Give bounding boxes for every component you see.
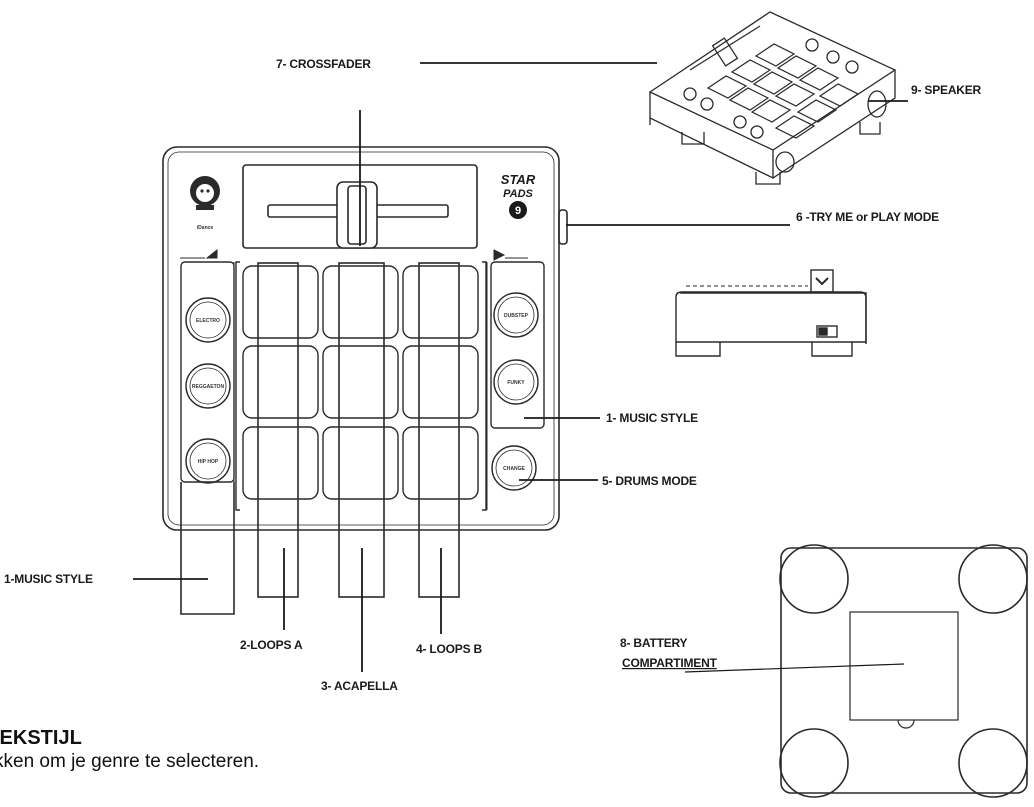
device-body [162,146,560,531]
bottom-view-foot [779,728,849,798]
device-bottom-view [779,544,1028,798]
device-side-view [675,269,867,357]
left-button-1[interactable] [185,297,231,343]
label-speaker: 9- SPEAKER [911,83,982,97]
label-battery-line2: COMPARTIMENT [622,656,718,670]
side-switch-nub [558,209,568,245]
perspective-speaker-grille [867,90,887,118]
perspective-pads [706,43,860,139]
right-button-3-label: CHANGE [503,466,525,472]
caption-title: IEKSTIJL [0,727,82,749]
bottom-view-foot [958,728,1028,798]
idance-logo: iDance [190,176,220,231]
logo-line2: PADS [503,188,533,200]
corner-markers [180,248,528,261]
logo-badge [509,201,527,219]
side-view-top-edge [680,292,867,344]
perspective-foot [755,172,781,185]
caption-text: kken om je genre te selecteren. [0,751,260,772]
pad[interactable] [402,265,479,339]
side-view-body [675,291,867,343]
pad-grid [242,265,479,500]
loops-a-column-box [257,262,299,598]
left-button-3-label: HIP HOP [198,459,219,465]
left-column-box [180,482,235,615]
side-view-switch-callout [810,269,834,293]
side-view-foot [675,342,721,357]
right-button-3[interactable] [491,445,537,491]
left-button-3[interactable] [185,438,231,484]
bottom-view-body [780,547,1028,794]
right-button-column [486,261,545,510]
pad[interactable] [402,345,479,419]
label-music-style-right: 1- MUSIC STYLE [606,411,698,425]
pad[interactable] [322,265,399,339]
label-loops-a: 2-LOOPS A [240,638,303,652]
pad-bracket [235,261,487,511]
pad[interactable] [242,426,319,500]
perspective-left-side [649,92,774,180]
perspective-speaker-grille [775,151,795,173]
label-acapella: 3- ACAPELLA [321,679,398,693]
perspective-foot [859,122,881,135]
crossfader-knob[interactable] [336,181,378,249]
left-button-2-label: REGGAETON [192,384,225,390]
left-button-column [180,261,235,510]
perspective-top [648,11,897,151]
side-view-foot [811,342,853,357]
pad[interactable] [242,265,319,339]
device-perspective-view [648,11,897,185]
logo-number: 9 [515,205,521,217]
label-battery-line1: 8- BATTERY [620,636,688,650]
right-button-1[interactable] [493,292,539,338]
pad[interactable] [322,426,399,500]
bottom-view-foot [958,544,1028,614]
column-highlight-boxes [180,262,460,615]
perspective-right-side [772,70,896,179]
starpads-logo: STAR PADS 9 [501,172,536,219]
acapella-column-box [338,262,385,598]
perspective-foot [681,132,705,145]
device-body-inner-edge [167,151,555,526]
side-view-switch[interactable] [816,325,838,338]
left-button-1-label: ELECTRO [196,318,220,324]
pad[interactable] [402,426,479,500]
pad[interactable] [322,345,399,419]
right-button-2[interactable] [493,359,539,405]
left-button-2[interactable] [185,363,231,409]
label-crossfader: 7- CROSSFADER [276,57,371,71]
label-drums-mode: 5- DRUMS MODE [602,474,697,488]
right-button-2-label: FUNKY [507,380,525,386]
label-music-style-left: 1-MUSIC STYLE [4,572,93,586]
pad[interactable] [242,345,319,419]
crossfader-knob-grip [347,185,367,245]
label-loops-b: 4- LOOPS B [416,642,483,656]
loops-b-column-box [418,262,460,598]
label-try-me: 6 -TRY ME or PLAY MODE [796,210,939,224]
callout-lines [133,62,908,673]
bottom-view-foot [779,544,849,614]
logo-line1: STAR [501,172,536,187]
battery-compartment [849,611,959,721]
right-button-1-label: DUBSTEP [504,313,529,319]
device-top-view [162,146,568,531]
brand-label: iDance [197,225,214,231]
